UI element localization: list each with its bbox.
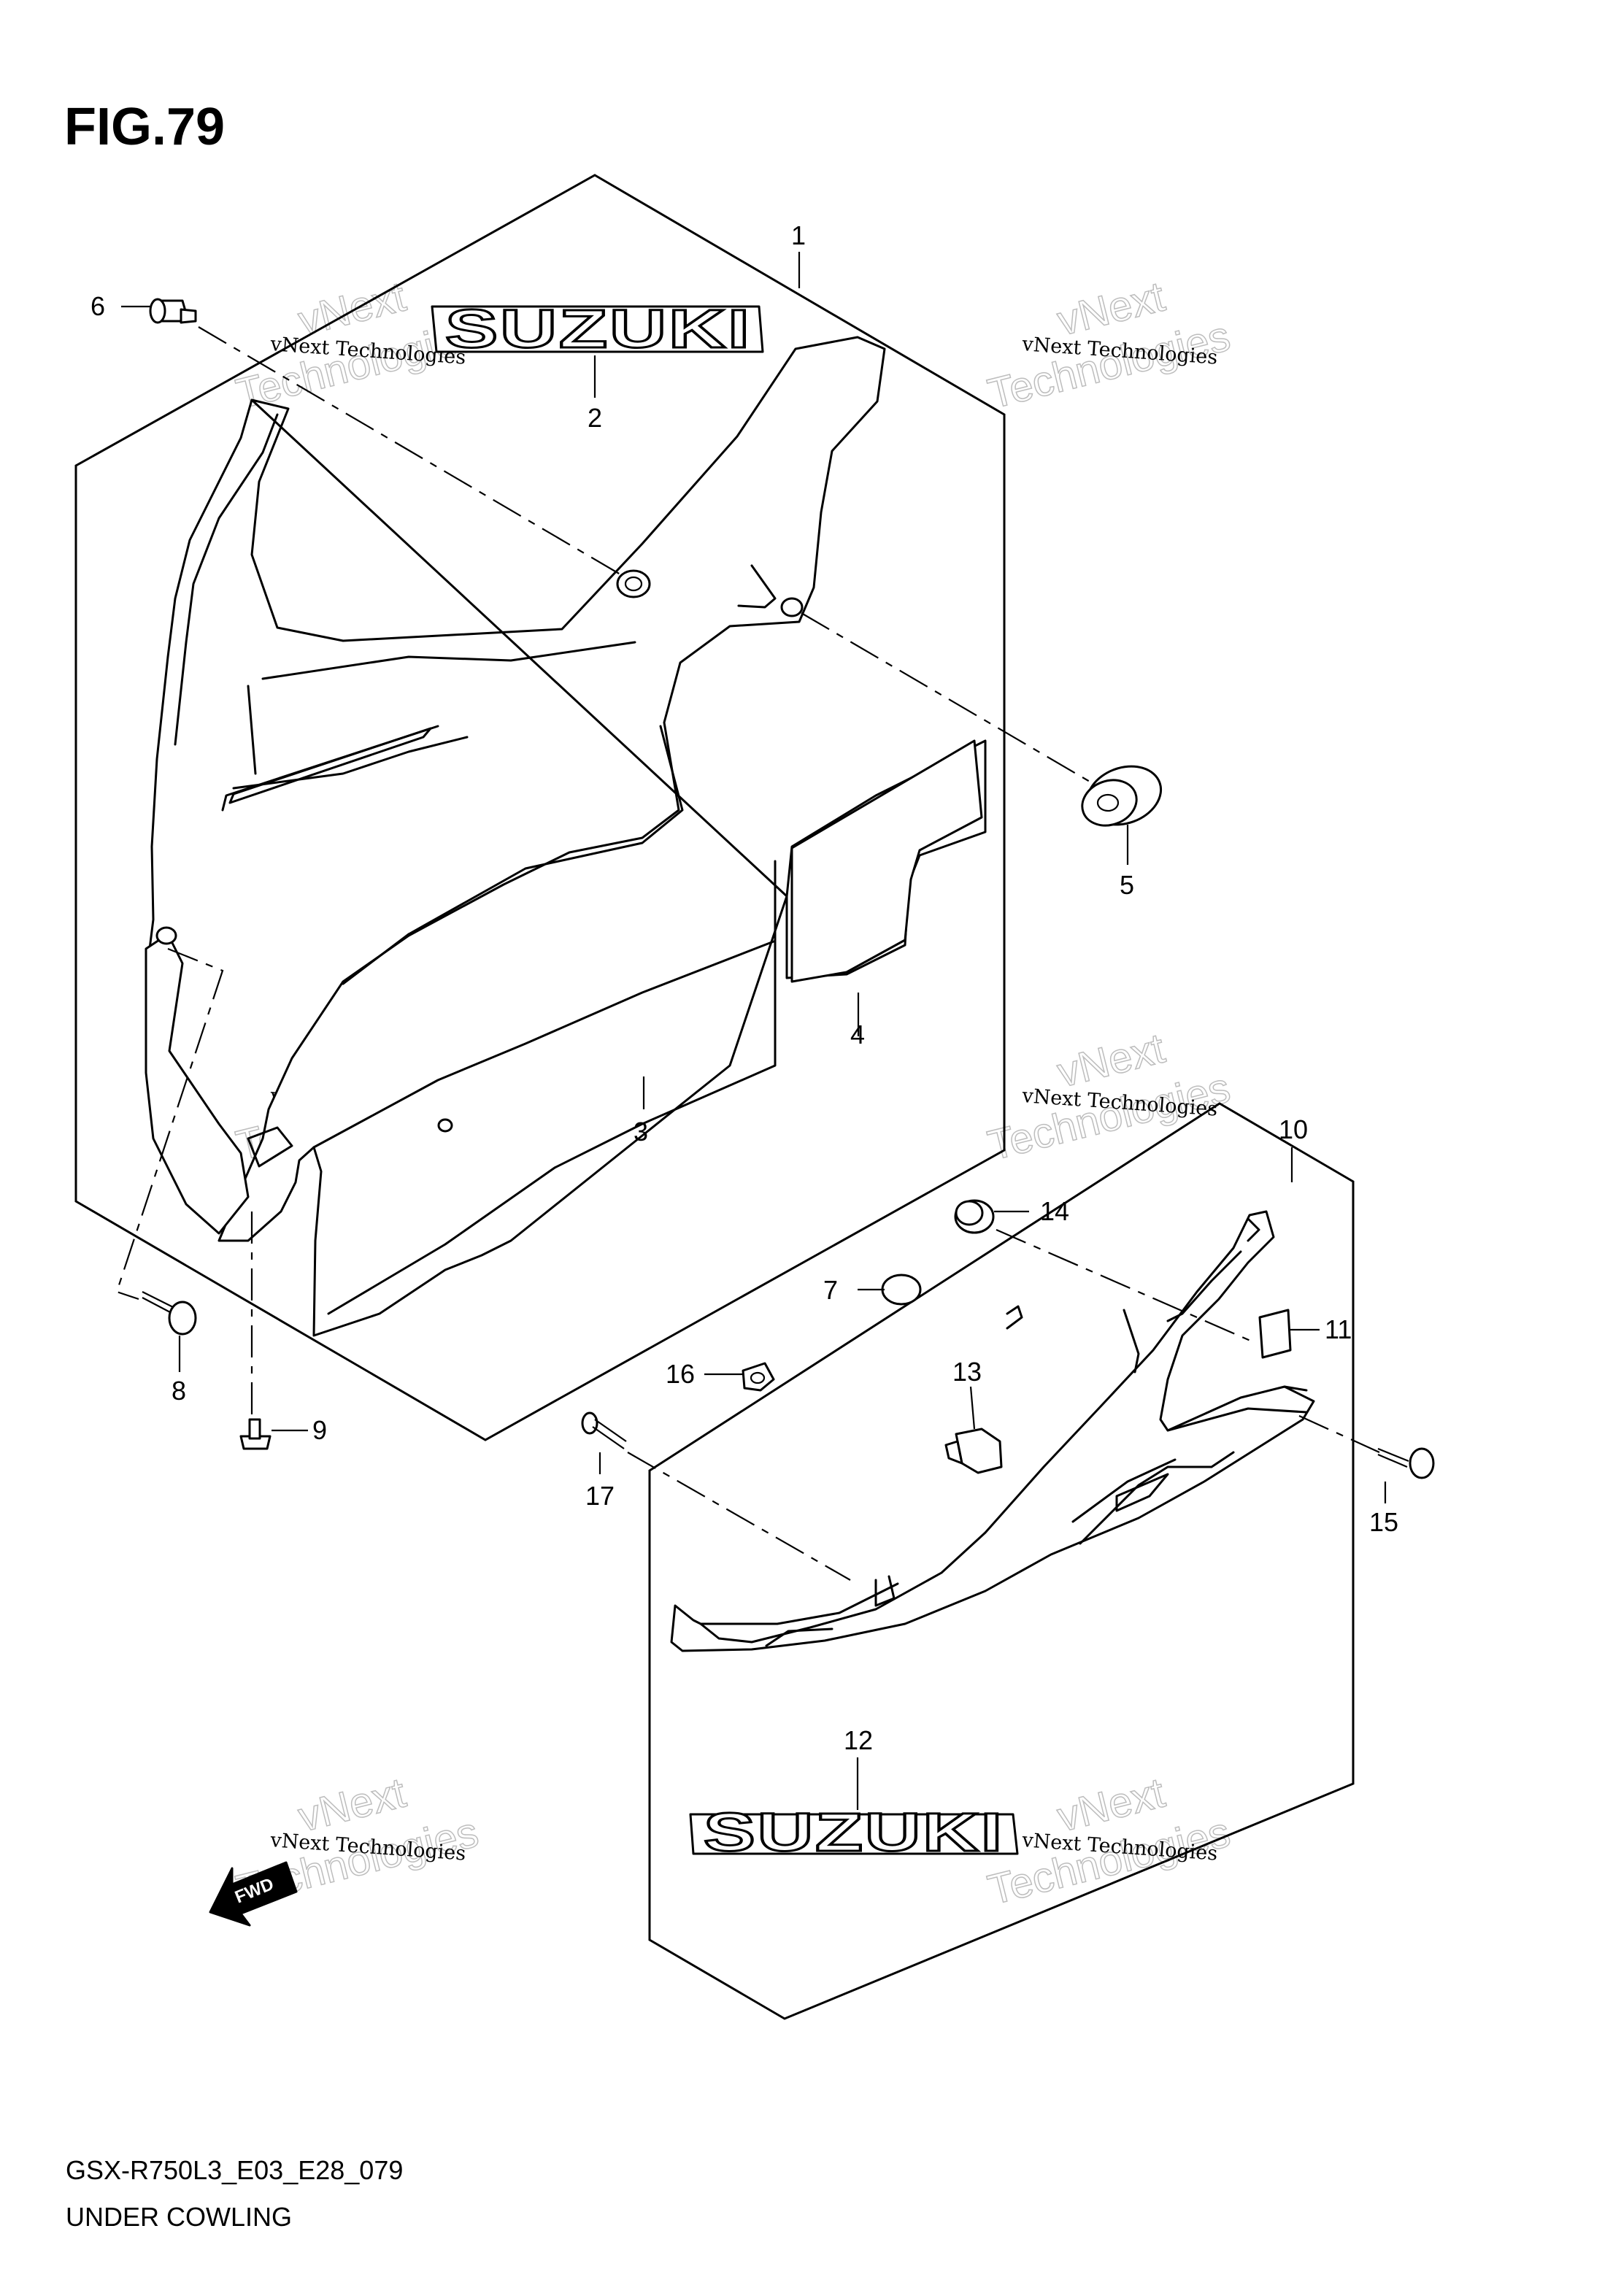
callout-10: 10: [1279, 1114, 1308, 1144]
callout-3: 3: [634, 1117, 648, 1147]
callout-14: 14: [1040, 1196, 1069, 1226]
upper-logo-text: SUZUKI: [445, 298, 752, 359]
callout-6: 6: [91, 291, 105, 321]
nut-16: [742, 1362, 775, 1392]
leader-lines: [121, 252, 1387, 1810]
callout-13: 13: [952, 1357, 982, 1387]
lower-assembly-frame: [648, 1102, 1355, 2020]
clip-9: [239, 1418, 272, 1450]
callout-4: 4: [850, 1020, 865, 1049]
callout-numbers: 1 2 3 4 5 6 7 8 9 10 11 12 13 14 15 16 1…: [91, 220, 1398, 1755]
callout-5: 5: [1120, 870, 1134, 900]
figure-title: FIG.79: [64, 98, 225, 156]
lower-suzuki-decal: SUZUKI: [689, 1801, 1019, 1864]
clip-13: [944, 1428, 1003, 1474]
callout-8: 8: [172, 1376, 186, 1406]
callout-12: 12: [844, 1725, 873, 1755]
upper-assembly-frame: [74, 174, 1006, 1441]
screw-6: [149, 298, 197, 324]
under-cowling-panel: [145, 336, 987, 1337]
callout-17: 17: [585, 1481, 615, 1511]
callout-15: 15: [1369, 1507, 1398, 1537]
watermark-mid-right: vNext Technologies vNext Technologies: [983, 1024, 1236, 1170]
lower-logo-text: SUZUKI: [704, 1802, 1004, 1862]
grommet-5: [1081, 765, 1163, 827]
grommet-14: [954, 1199, 995, 1234]
upper-suzuki-decal: SUZUKI: [431, 298, 764, 361]
watermark-top-right: vNext Technologies vNext Technologies: [983, 272, 1236, 418]
screw-17: [581, 1411, 627, 1449]
nut-7: [881, 1274, 922, 1306]
screw-8: [142, 1291, 197, 1336]
callout-9: 9: [312, 1415, 327, 1445]
model-code: GSX-R750L3_E03_E28_079: [66, 2155, 403, 2185]
screw-15: [1377, 1447, 1435, 1479]
watermark-bottom-right: vNext Technologies vNext Technologies: [983, 1768, 1236, 1914]
callout-1: 1: [791, 220, 806, 250]
side-pad: [790, 739, 983, 983]
callout-7: 7: [823, 1275, 838, 1305]
alignment-lines: [115, 326, 1380, 1581]
pad-11: [1258, 1309, 1292, 1359]
callout-16: 16: [666, 1359, 695, 1389]
callout-2: 2: [588, 403, 602, 433]
lower-cowling-panel: [670, 1210, 1315, 1652]
callout-11: 11: [1325, 1314, 1352, 1344]
section-name: UNDER COWLING: [66, 2202, 292, 2232]
